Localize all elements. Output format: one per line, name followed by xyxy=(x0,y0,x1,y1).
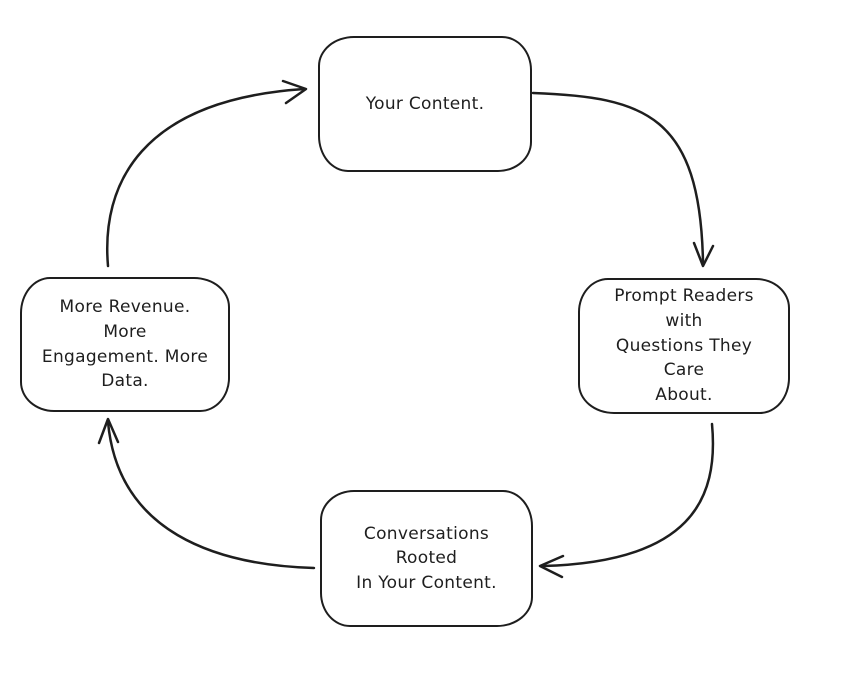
node-more-revenue-label: More Revenue. More Engagement. More Data… xyxy=(41,297,209,392)
arrow-top-to-right xyxy=(531,91,715,268)
arrow-right-to-bottom xyxy=(538,422,715,579)
node-conversations: Conversations Rooted In Your Content. xyxy=(320,490,533,627)
node-more-revenue: More Revenue. More Engagement. More Data… xyxy=(20,277,230,412)
node-your-content: Your Content. xyxy=(318,36,532,172)
node-conversations-label: Conversations Rooted In Your Content. xyxy=(356,523,497,593)
node-prompt-readers: Prompt Readers with Questions They Care … xyxy=(578,278,790,414)
arrow-bottom-to-left xyxy=(97,417,316,570)
arrow-left-to-top xyxy=(106,79,308,268)
node-your-content-label: Your Content. xyxy=(365,93,485,114)
node-prompt-readers-label: Prompt Readers with Questions They Care … xyxy=(614,286,754,405)
